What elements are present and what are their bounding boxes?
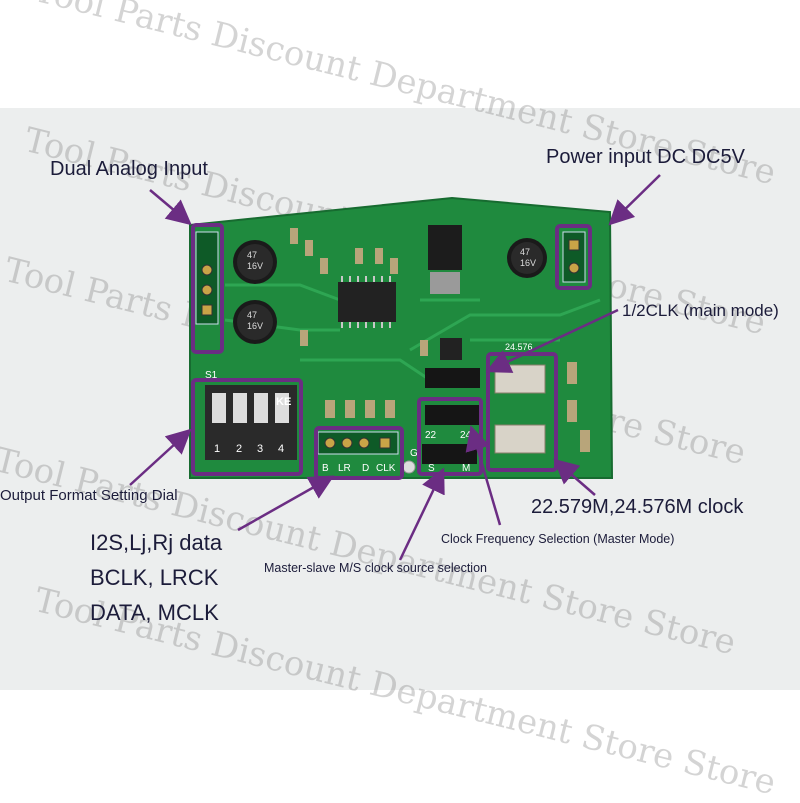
arrow-i2s bbox=[237, 475, 335, 532]
pin-hole bbox=[201, 304, 213, 316]
label-bclk-lrck: BCLK, LRCK bbox=[90, 565, 219, 590]
dip-lever bbox=[254, 393, 268, 423]
label-half-clk: 1/2CLK (main mode) bbox=[622, 301, 779, 320]
dip-lever bbox=[275, 393, 289, 423]
box-analog-input bbox=[191, 223, 224, 354]
cap-value: 47 bbox=[247, 250, 257, 260]
pin-hole bbox=[568, 239, 580, 251]
annotation-arrows bbox=[129, 174, 661, 561]
label-data-mclk: DATA, MCLK bbox=[90, 600, 219, 625]
pin-hole bbox=[201, 264, 213, 276]
ic-pins bbox=[341, 276, 391, 328]
pin-hole bbox=[358, 437, 370, 449]
pin-label-b: B bbox=[322, 463, 329, 474]
label-clock-22-24: 22.579M,24.576M clock bbox=[531, 496, 744, 518]
cap-value: 47 bbox=[247, 310, 257, 320]
pin-label-clk: CLK bbox=[376, 463, 396, 474]
label-dual-analog-input: Dual Analog Input bbox=[50, 158, 208, 180]
switch-num-3: 3 bbox=[257, 443, 263, 455]
pin-label-lr: LR bbox=[338, 463, 351, 474]
pin-hole bbox=[324, 437, 336, 449]
smd-components bbox=[290, 228, 590, 452]
crystal-22579 bbox=[494, 424, 546, 454]
box-dip-switch bbox=[191, 378, 303, 476]
jumper-label-g: G bbox=[410, 448, 418, 459]
arrow-ms bbox=[398, 467, 445, 561]
cap-volt: 16V bbox=[247, 261, 263, 271]
switch-num-4: 4 bbox=[278, 443, 284, 455]
label-power-input: Power input DC DC5V bbox=[546, 146, 745, 168]
pin-hole bbox=[568, 262, 580, 274]
pin-hole bbox=[341, 437, 353, 449]
s1-label: S1 bbox=[205, 370, 218, 381]
jumper-label-m: M bbox=[462, 463, 470, 474]
dip-lever bbox=[212, 393, 226, 423]
switch-num-2: 2 bbox=[236, 443, 242, 455]
regulator-tab bbox=[430, 272, 460, 294]
cap-volt: 16V bbox=[520, 258, 536, 268]
label-clock-freq-selection: Clock Frequency Selection (Master Mode) bbox=[441, 532, 675, 546]
dip-lever bbox=[233, 393, 247, 423]
mounting-hole bbox=[402, 460, 416, 474]
switch-num-1: 1 bbox=[214, 443, 220, 455]
main-ic bbox=[338, 282, 396, 322]
pcb-traces bbox=[224, 283, 601, 382]
small-ic bbox=[440, 338, 462, 360]
jumper-j2 bbox=[425, 368, 480, 388]
pin-label-d: D bbox=[362, 463, 369, 474]
jumper-ms bbox=[422, 444, 477, 464]
box-power bbox=[555, 224, 592, 290]
arrow-power bbox=[608, 174, 661, 226]
arrow-clock bbox=[553, 458, 596, 496]
cap-volt: 16V bbox=[247, 321, 263, 331]
jumper-label-22: 22 bbox=[425, 430, 437, 441]
voltage-regulator bbox=[428, 225, 462, 270]
pin-hole bbox=[379, 437, 391, 449]
label-master-slave: Master-slave M/S clock source selection bbox=[264, 561, 487, 575]
box-header bbox=[314, 426, 404, 480]
jumper-label-24: 24 bbox=[460, 430, 472, 441]
label-i2s-data: I2S,Lj,Rj data bbox=[90, 530, 223, 555]
arrow-dial bbox=[129, 428, 192, 486]
freq-label: 24.576 bbox=[505, 342, 533, 352]
capacitor-3: 47 16V bbox=[507, 238, 547, 278]
cap-value: 47 bbox=[520, 247, 530, 257]
capacitor-1: 47 16V bbox=[233, 240, 277, 284]
arrow-analog bbox=[149, 189, 192, 226]
arrow-freq bbox=[465, 425, 502, 526]
switch-brand: KE bbox=[276, 396, 291, 408]
label-output-format: Output Format Setting Dial bbox=[0, 487, 178, 504]
jumper-j1 bbox=[425, 405, 480, 425]
crystal-24576 bbox=[494, 364, 546, 394]
arrow-half-clk bbox=[485, 308, 619, 373]
capacitor-2: 47 16V bbox=[233, 300, 277, 344]
analog-input-connector bbox=[195, 231, 219, 325]
pin-hole bbox=[201, 284, 213, 296]
